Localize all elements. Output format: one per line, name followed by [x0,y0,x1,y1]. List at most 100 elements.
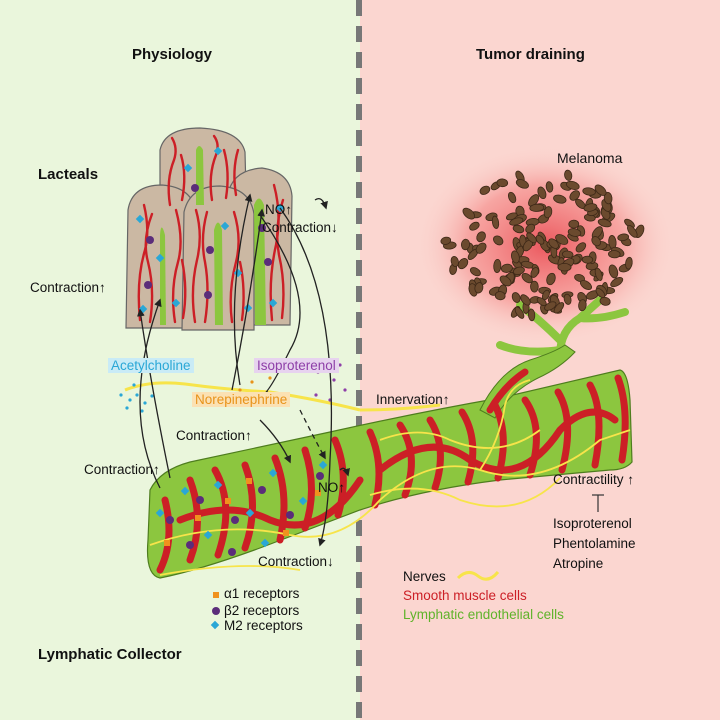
melanoma-cell [469,221,480,231]
melanoma-cell [530,280,539,293]
acetylcholine-tag: Acetylcholine [108,358,194,373]
melanoma-cell [564,169,573,181]
melanoma-cell [512,266,525,276]
contraction-up-lacteal-label: Contraction↑ [30,280,106,295]
innervation-label: Innervation↑ [376,392,450,407]
melanoma-cell [591,236,602,247]
lacteals-heading: Lacteals [38,166,99,183]
melanoma-cell [460,238,471,251]
melanoma-cell [509,217,524,226]
melanoma-cell [583,203,598,212]
melanoma-cell [555,234,569,245]
melanoma-cell [507,191,517,204]
melanoma-cell [474,282,484,294]
melanoma-cell [548,238,559,249]
melanoma-cell [535,234,545,245]
lymphatic-collector-vessel [146,344,633,579]
contraction-down-collector-label: Contraction↓ [258,554,334,569]
melanoma-cell [457,258,469,270]
melanoma-cell [566,180,580,190]
inhibitor-phentolamine: Phentolamine [553,536,636,551]
lymphatic-collector-heading: Lymphatic Collector [38,646,182,663]
smooth-muscle-legend-label: Smooth muscle cells [403,588,527,603]
melanoma-cell [475,242,487,254]
melanoma-cell [450,255,459,268]
melanoma-cell [530,267,539,278]
melanoma-cell [537,186,547,200]
nerves-legend-label: Nerves [403,569,446,584]
melanoma-cell [440,236,452,245]
melanoma-cell [608,250,621,259]
melanoma-cell [553,302,565,314]
melanoma-cell [493,235,504,246]
melanoma-cell [595,287,606,299]
melanoma-cell [567,228,582,237]
contraction-up-mid-label: Contraction↑ [176,428,252,443]
melanoma-cell [627,225,638,238]
melanoma-cell [580,279,592,291]
melanoma-cell [527,308,536,322]
melanoma-cell [608,264,619,279]
nerve-legend-squiggle [456,571,500,581]
melanoma-cell [521,272,533,284]
melanoma-cell [597,218,612,228]
melanoma-tumor [415,145,675,359]
melanoma-cell [582,187,596,196]
dashed-divider [356,0,362,720]
melanoma-cell [561,250,574,259]
melanoma-cell [479,185,491,195]
alpha1-legend-label: α1 receptors [224,586,300,601]
melanoma-cell [500,263,513,273]
melanoma-cell [625,256,633,270]
melanoma-cell [574,273,586,283]
beta2-legend-label: β2 receptors [224,603,300,618]
beta2-legend-marker [212,607,220,615]
melanoma-cell [544,301,557,311]
melanoma-cell [545,181,554,193]
melanoma-cell [599,296,611,306]
melanoma-cell [569,190,580,201]
melanoma-cell [563,293,572,305]
melanoma-cell [578,299,587,312]
melanoma-cell [575,242,587,253]
melanoma-cell [462,207,476,220]
melanoma-cell [603,191,613,205]
m2-legend-marker [210,620,220,630]
endothelial-legend-label: Lymphatic endothelial cells [403,607,564,622]
signal-arrows [137,193,350,547]
physiology-heading: Physiology [132,46,213,63]
melanoma-cell [581,255,594,264]
melanoma-cell [610,277,624,288]
lacteal-villi [125,127,293,331]
norepinephrine-tag: Norepinephrine [192,392,291,407]
melanoma-cell [536,297,547,307]
inhibitor-atropine: Atropine [553,556,604,571]
melanoma-cell [526,232,537,244]
melanoma-cell [515,179,529,189]
melanoma-cell [499,275,512,287]
melanoma-cell [525,223,536,234]
inhibitor-isoproterenol: Isoproterenol [553,516,632,531]
melanoma-cell [553,194,567,204]
tumor-draining-heading: Tumor draining [476,46,585,63]
contraction-down-lacteal-label: Contraction↓ [262,220,338,235]
alpha1-legend-marker [213,592,219,598]
melanoma-cell [594,184,607,196]
melanoma-cell [617,233,630,242]
melanoma-cell [529,203,545,212]
melanoma-cell [528,194,540,207]
contractility-label: Contractility ↑ [553,472,635,487]
m2-legend-label: M2 receptors [224,618,303,633]
melanoma-cell [514,306,525,319]
melanoma-cell [512,224,525,234]
contraction-up-collector-label: Contraction↑ [84,462,160,477]
melanoma-cell [557,262,572,272]
isoproterenol-tag: Isoproterenol [254,358,339,373]
melanoma-cell [520,294,531,306]
melanoma-cell [511,292,521,303]
no-lacteal-label: NO↑ [265,202,292,217]
melanoma-cell [496,178,509,188]
melanoma-label: Melanoma [557,150,623,166]
melanoma-cell [594,267,603,281]
